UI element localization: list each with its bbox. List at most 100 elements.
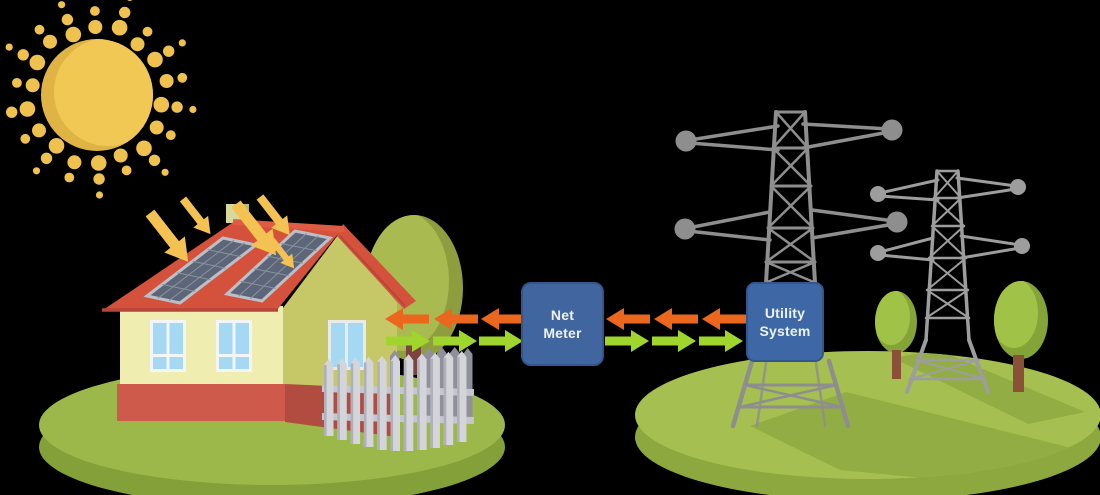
tree-small-right	[994, 281, 1048, 392]
sun-ray-dot	[64, 172, 75, 183]
home-scene	[39, 190, 505, 495]
fence-picket-shade	[430, 358, 433, 448]
tower-crossarms	[686, 122, 896, 242]
ground-shadow-2	[893, 351, 1085, 424]
sun-ray-dot	[142, 26, 153, 37]
tree-trunk	[892, 350, 901, 379]
tower-inner-legs	[755, 361, 827, 428]
sun-ray-dot	[88, 20, 103, 34]
tower-braces	[738, 110, 844, 409]
insulator-knobs	[870, 179, 1030, 261]
transmission-tower-back	[870, 169, 1030, 394]
sun-ray-dot	[95, 191, 104, 199]
sun-ray-dot	[43, 34, 57, 49]
window-rail	[219, 354, 249, 357]
house	[102, 190, 416, 437]
tower-legs	[905, 338, 990, 394]
fence-picket-shade	[403, 360, 407, 451]
utility-system-box	[746, 282, 824, 362]
house-base-front	[117, 384, 285, 421]
sun-ray-dot	[32, 167, 41, 175]
tower-legs	[730, 358, 851, 429]
window-rail	[153, 354, 183, 357]
sun-ray-dot	[5, 43, 13, 51]
sun-ray-dot	[19, 101, 36, 117]
fence-picket-shade	[350, 363, 354, 444]
flow-arrow-right	[605, 330, 649, 352]
tree-small-left	[875, 291, 917, 379]
sun-ray-dot	[34, 24, 45, 35]
sun-ray-dot	[130, 37, 145, 52]
tree-canopy	[875, 291, 910, 345]
window-mullion	[166, 323, 170, 369]
sun-ray-dot	[171, 101, 183, 113]
grid-scene	[635, 110, 1100, 495]
sun-ray-dot	[147, 51, 163, 68]
net-meter-box	[521, 282, 604, 366]
sun-ray-dot	[127, 0, 133, 1]
sun-ray-dot	[178, 39, 186, 47]
picket-fence	[321, 347, 475, 451]
sun-ray-dot	[29, 54, 46, 71]
sun-ray-dot	[61, 13, 74, 26]
window-mullion	[232, 323, 236, 369]
side-window	[328, 320, 366, 370]
sun-ray-dot	[25, 78, 40, 93]
tower-braces	[909, 170, 986, 380]
fence-front-pickets	[324, 351, 467, 451]
sun-ray-dot	[17, 49, 29, 61]
fence-picket-shade	[390, 361, 394, 451]
sun-ray-dot	[189, 105, 197, 114]
tower-crossarms	[878, 176, 1022, 262]
flow-arrow-right	[699, 330, 743, 352]
panel-grid	[238, 232, 319, 300]
sun-ray-dot	[119, 6, 131, 19]
sunlight-arrow	[175, 193, 218, 240]
front-window-1	[150, 320, 186, 372]
roof-gable-edge	[337, 224, 416, 309]
solar-panel-right	[223, 229, 334, 303]
flow-arrow-left	[654, 308, 698, 330]
sun-ray-dot	[93, 173, 105, 185]
sun-ray-dot	[149, 120, 164, 135]
flow-arrow-right	[479, 330, 523, 352]
sun-ray-dot	[32, 123, 46, 138]
flow-arrow-left	[702, 308, 746, 330]
sun-ray-dot	[113, 148, 128, 163]
sun-ray-dot	[90, 155, 107, 171]
fence-picket-shade	[337, 364, 340, 440]
sun-ray-dot	[136, 140, 152, 157]
sun-ray-dot	[163, 45, 175, 57]
sun-ray-dot	[177, 72, 188, 83]
sun-ray-dot	[165, 130, 176, 141]
sun-body	[54, 39, 153, 146]
transmission-tower-front	[674, 110, 908, 429]
house-front-wall	[120, 306, 283, 386]
fence-picket-shade	[363, 362, 367, 447]
tree-canopy	[994, 281, 1038, 348]
flow-arrow-right	[652, 330, 696, 352]
sun-ray-dot	[48, 138, 65, 154]
panel-grid	[157, 239, 246, 302]
insulator-knobs	[674, 119, 908, 240]
fence-picket-shade	[377, 361, 380, 450]
sun-ray-dot	[153, 96, 170, 113]
sun-rays	[5, 0, 197, 199]
sun-ray-dot	[58, 1, 66, 9]
fence-picket-shade	[443, 357, 447, 445]
sun	[5, 0, 197, 199]
sun-ray-dot	[65, 26, 82, 43]
sun-ray-dot	[148, 154, 161, 166]
tower-ties	[738, 110, 844, 409]
sun-ray-dot	[20, 133, 31, 144]
tower-ties	[908, 169, 987, 381]
tree-trunk	[1013, 355, 1024, 392]
flow-arrow-left	[481, 308, 525, 330]
sun-ray-dot	[12, 78, 22, 88]
fence-picket-shade	[324, 365, 327, 436]
front-window-2	[216, 320, 252, 372]
sun-ray-dot	[90, 6, 100, 16]
sun-ray-dot	[159, 74, 174, 88]
